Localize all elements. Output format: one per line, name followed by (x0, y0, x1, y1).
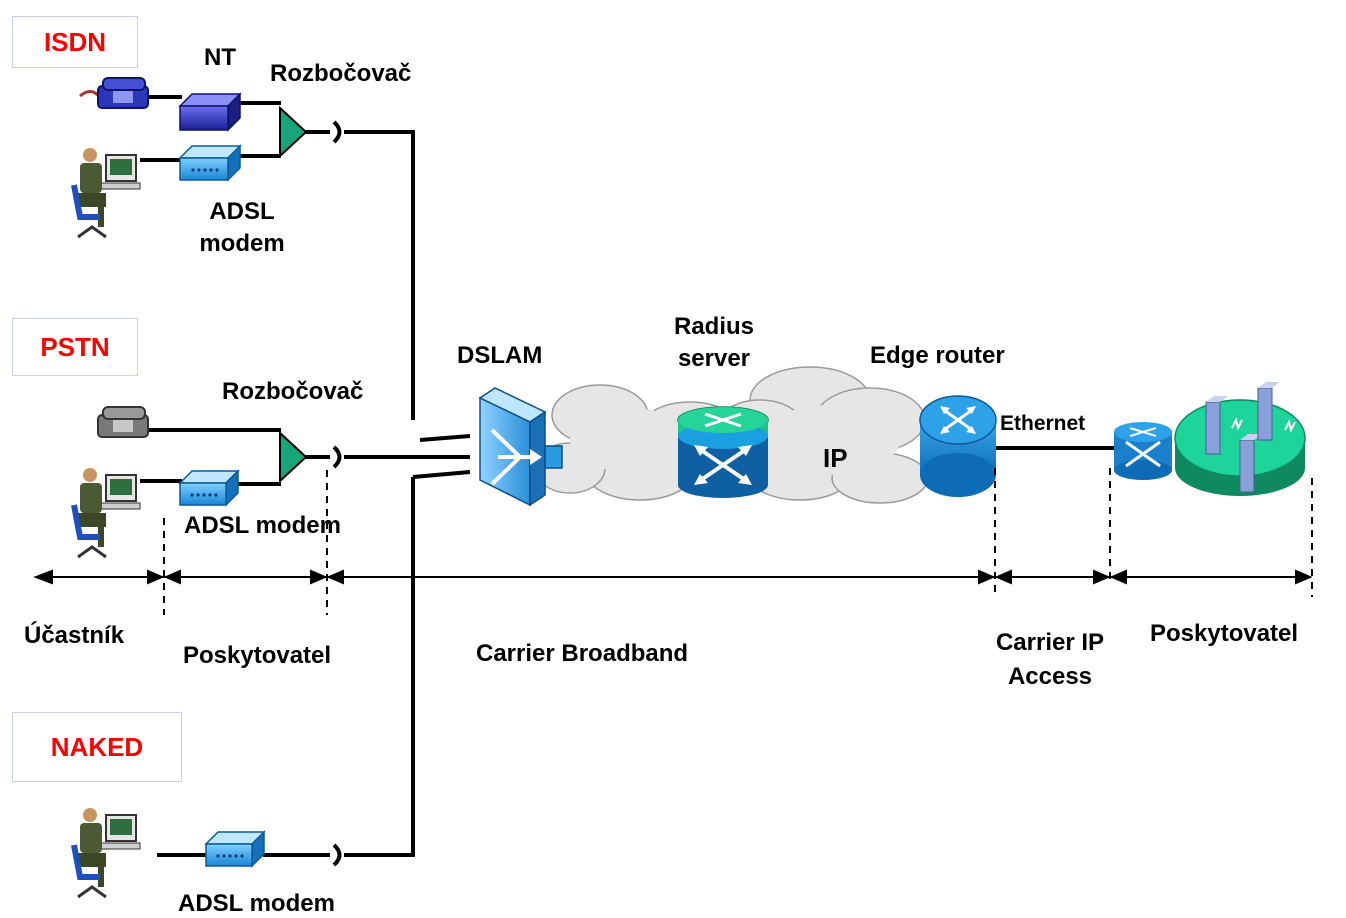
dslam-icon (478, 387, 563, 507)
splitter-label-top: Rozbočovač (270, 60, 412, 87)
splitter-icon (279, 105, 308, 159)
splitter-icon (279, 430, 308, 484)
segment-carrier-ip-access-label: Carrier IP Access (995, 629, 1105, 690)
user-pc-icon (71, 468, 141, 559)
adsl-modem-icon (204, 830, 266, 868)
server-farm-icon (1174, 382, 1306, 496)
edge-router-icon (919, 395, 997, 497)
edge-router-label: Edge router (870, 342, 1005, 369)
adsl-modem-label-top: ADSL modem (199, 198, 285, 257)
nt-label: NT (204, 44, 236, 71)
provider-switch-icon (1114, 422, 1172, 480)
isdn-label: ISDN (12, 16, 138, 68)
adsl-modem-label-bottom: ADSL modem (178, 890, 335, 917)
user-pc-icon (71, 808, 141, 899)
segment-arrows (33, 569, 1313, 585)
segment-carrier-broadband-label: Carrier Broadband (476, 640, 689, 667)
segment-boundaries (163, 468, 1313, 615)
segment-provider-right-label: Poskytovatel (1150, 620, 1299, 647)
nt-device-icon (178, 92, 242, 132)
radius-server-icon (677, 406, 769, 498)
dslam-label: DSLAM (457, 342, 543, 369)
pstn-label: PSTN (12, 318, 138, 376)
adsl-modem-label-mid: ADSL modem (184, 512, 341, 539)
adsl-modem-icon (178, 144, 242, 182)
wires (140, 95, 1115, 857)
user-pc-icon (71, 148, 141, 239)
splitter-label-mid: Rozbočovač (222, 378, 364, 405)
connector-icon (332, 120, 342, 867)
radius-server-label: Radius server (673, 313, 754, 372)
isdn-phone-icon (79, 77, 149, 109)
ip-cloud-label: IP (823, 443, 848, 473)
naked-label: NAKED (12, 712, 182, 782)
ethernet-label: Ethernet (1000, 412, 1086, 435)
adsl-modem-icon (178, 469, 240, 507)
segment-subscriber-label: Účastník (24, 622, 125, 649)
pstn-phone-icon (97, 406, 149, 438)
segment-provider-left-label: Poskytovatel (183, 642, 332, 669)
